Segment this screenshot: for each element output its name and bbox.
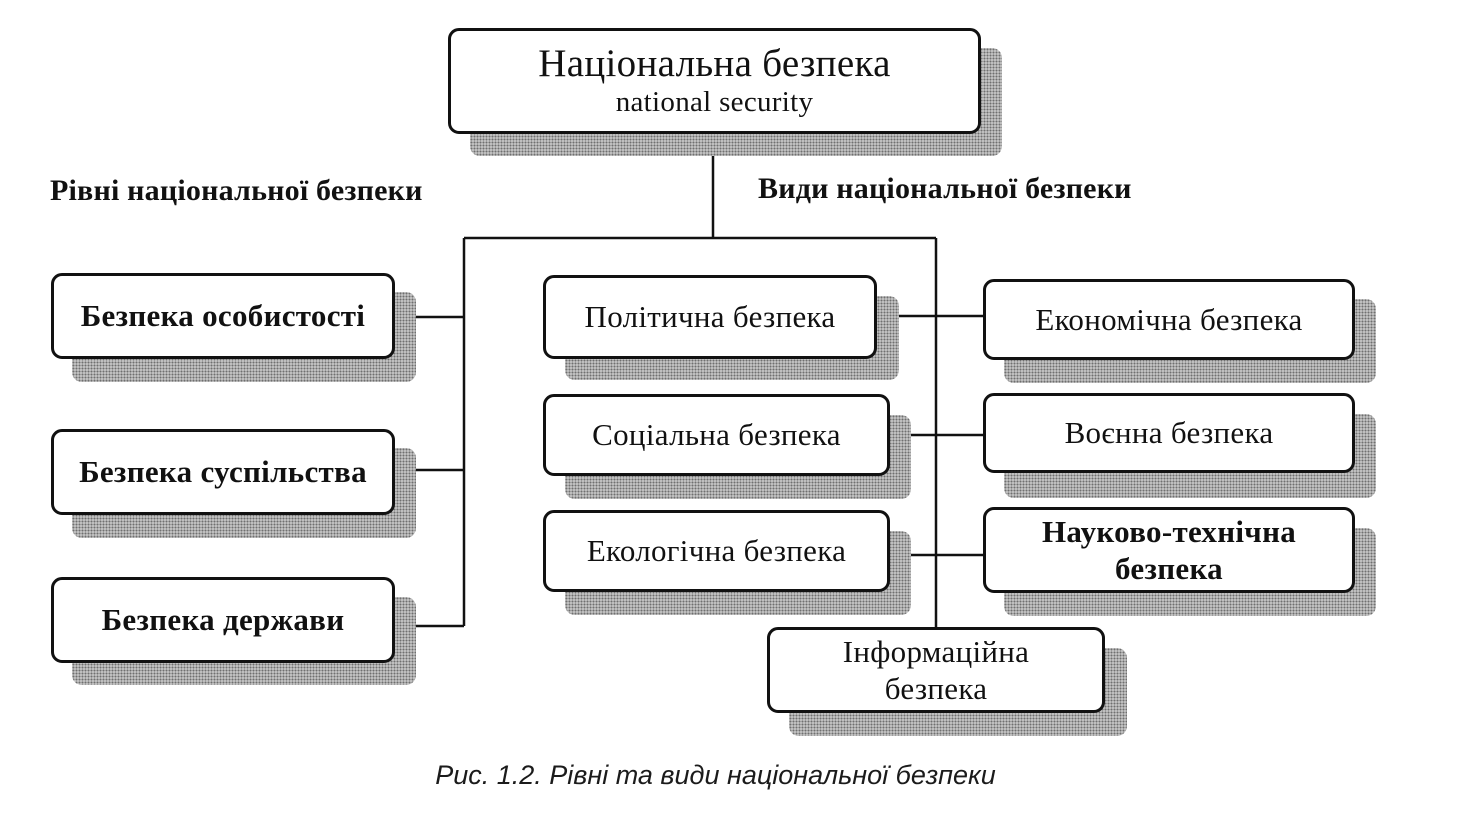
type-box-economic: Економічна безпека: [983, 279, 1355, 360]
root-title: Національна безпека: [538, 41, 891, 85]
type-label-information: Інформаційна безпека: [842, 633, 1030, 706]
level-box-personal: Безпека особистості: [51, 273, 395, 359]
type-box-information: Інформаційна безпека: [767, 627, 1105, 713]
root-box-national-security: Національна безпека national security: [448, 28, 981, 134]
heading-levels: Рівні національної безпеки: [50, 174, 423, 207]
figure-caption: Рис. 1.2. Рівні та види національної без…: [435, 760, 996, 790]
type-label-scientific-technical: Науково-технічна безпека: [1041, 513, 1297, 586]
type-box-political: Політична безпека: [543, 275, 877, 359]
level-label-society: Безпека суспільства: [79, 454, 367, 490]
type-label-military: Воєнна безпека: [1064, 415, 1274, 451]
level-box-society: Безпека суспільства: [51, 429, 395, 515]
type-box-scientific-technical: Науково-технічна безпека: [983, 507, 1355, 593]
level-label-personal: Безпека особистості: [80, 298, 366, 334]
heading-types: Види національної безпеки: [758, 172, 1132, 205]
level-label-state: Безпека держави: [101, 602, 345, 638]
type-box-social: Соціальна безпека: [543, 394, 890, 476]
type-label-social: Соціальна безпека: [592, 417, 841, 453]
type-label-political: Політична безпека: [584, 299, 836, 335]
type-box-ecological: Екологічна безпека: [543, 510, 890, 592]
type-box-military: Воєнна безпека: [983, 393, 1355, 473]
type-label-ecological: Екологічна безпека: [586, 533, 847, 569]
type-label-economic: Економічна безпека: [1035, 301, 1303, 337]
root-subtitle: national security: [615, 86, 814, 119]
level-box-state: Безпека держави: [51, 577, 395, 663]
